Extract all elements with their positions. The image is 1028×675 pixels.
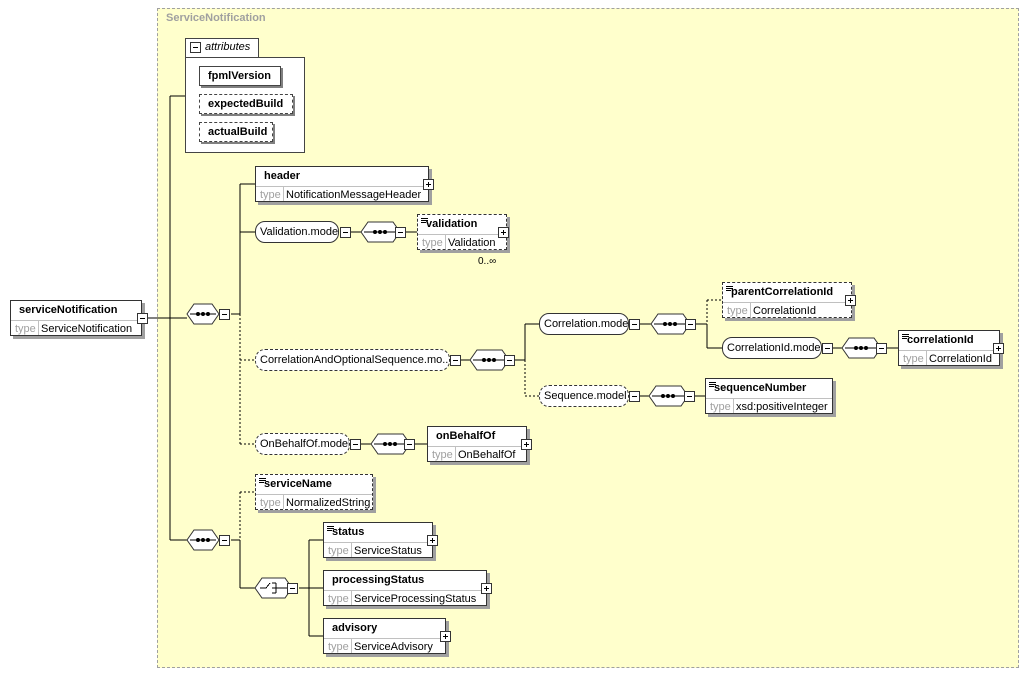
group-collapse-toggle[interactable]: [822, 343, 833, 354]
type-key: type: [328, 593, 349, 605]
type-value: ServiceNotification: [41, 323, 133, 335]
element-validation[interactable]: validation type Validation: [417, 214, 507, 250]
element-parentcorrelationid[interactable]: parentCorrelationId type CorrelationId: [722, 282, 852, 318]
type-key: type: [727, 305, 748, 317]
type-value: ServiceAdvisory: [354, 641, 433, 653]
group-correlationid-model[interactable]: CorrelationId.model: [722, 337, 822, 359]
element-servicename[interactable]: serviceName type NormalizedString: [255, 474, 373, 510]
cardinality-label: 0..∞: [478, 256, 497, 267]
documentation-icon: [726, 286, 733, 291]
sequence-collapse-toggle[interactable]: [219, 309, 230, 320]
element-advisory[interactable]: advisory type ServiceAdvisory: [323, 618, 446, 654]
type-value: CorrelationId: [753, 305, 816, 317]
type-key: type: [328, 641, 349, 653]
sequence-collapse-toggle[interactable]: [504, 355, 515, 366]
expand-toggle[interactable]: [521, 439, 532, 450]
expand-toggle[interactable]: [993, 343, 1004, 354]
sequence-collapse-toggle[interactable]: [685, 319, 696, 330]
attributes-tab: [185, 38, 259, 58]
element-name: parentCorrelationId: [731, 286, 834, 298]
type-value: ServiceStatus: [354, 545, 422, 557]
type-value: NotificationMessageHeader: [286, 189, 422, 201]
documentation-icon: [421, 218, 428, 223]
sequence-collapse-toggle[interactable]: [684, 391, 695, 402]
element-name: status: [332, 526, 365, 538]
documentation-icon: [902, 334, 909, 339]
element-name: sequenceNumber: [714, 382, 807, 394]
type-key: type: [15, 323, 36, 335]
attribute-actualbuild[interactable]: actualBuild: [199, 122, 273, 142]
type-key: type: [260, 189, 281, 201]
sequence-collapse-toggle[interactable]: [395, 227, 406, 238]
type-key: type: [432, 449, 453, 461]
sequence-collapse-toggle[interactable]: [876, 343, 887, 354]
element-processingstatus[interactable]: processingStatus type ServiceProcessingSt…: [323, 570, 487, 606]
group-validation-model[interactable]: Validation.model: [255, 221, 339, 243]
element-name: correlationId: [907, 334, 974, 346]
group-collapse-toggle[interactable]: [350, 439, 361, 450]
type-key: type: [260, 497, 281, 509]
documentation-icon: [259, 478, 266, 483]
element-header[interactable]: header type NotificationMessageHeader: [255, 166, 429, 202]
type-value: xsd:positiveInteger: [736, 401, 828, 413]
element-name: header: [264, 170, 301, 182]
expand-toggle[interactable]: [481, 583, 492, 594]
complex-type-title: ServiceNotification: [166, 12, 266, 24]
expand-toggle[interactable]: [498, 227, 509, 238]
group-correlation-model[interactable]: Correlation.model: [539, 313, 629, 335]
element-name: processingStatus: [332, 574, 425, 586]
element-name: serviceName: [264, 478, 332, 490]
documentation-icon: [327, 526, 334, 531]
sequence-collapse-toggle[interactable]: [404, 439, 415, 450]
expand-toggle[interactable]: [423, 179, 434, 190]
element-onbehalfof[interactable]: onBehalfOf type OnBehalfOf: [427, 426, 527, 462]
documentation-icon: [709, 382, 716, 387]
element-status[interactable]: status type ServiceStatus: [323, 522, 433, 558]
type-key: type: [903, 353, 924, 365]
group-collapse-toggle[interactable]: [340, 227, 351, 238]
type-value: Validation: [448, 237, 496, 249]
expand-toggle[interactable]: [427, 535, 438, 546]
group-sequence-model[interactable]: Sequence.model: [539, 385, 629, 407]
element-sequencenumber[interactable]: sequenceNumber type xsd:positiveInteger: [705, 378, 833, 414]
expand-toggle[interactable]: [845, 295, 856, 306]
attribute-expectedbuild[interactable]: expectedBuild: [199, 94, 293, 114]
collapse-toggle[interactable]: [137, 313, 148, 324]
group-onbehalfof-model[interactable]: OnBehalfOf.model: [255, 433, 350, 455]
element-name: advisory: [332, 622, 378, 634]
type-value: ServiceProcessingStatus: [354, 593, 477, 605]
choice-collapse-toggle[interactable]: [287, 583, 298, 594]
element-name: validation: [426, 218, 478, 230]
group-correlation-optional-sequence-model[interactable]: CorrelationAndOptionalSequence.mo...: [255, 349, 450, 371]
group-collapse-toggle[interactable]: [629, 319, 640, 330]
element-correlationid[interactable]: correlationId type CorrelationId: [898, 330, 1000, 366]
element-name: serviceNotification: [19, 304, 118, 316]
group-collapse-toggle[interactable]: [629, 391, 640, 402]
element-name: onBehalfOf: [436, 430, 496, 442]
attributes-collapse-toggle[interactable]: [190, 42, 201, 53]
group-collapse-toggle[interactable]: [450, 355, 461, 366]
type-value: CorrelationId: [929, 353, 992, 365]
type-value: OnBehalfOf: [458, 449, 516, 461]
type-key: type: [328, 545, 349, 557]
expand-toggle[interactable]: [440, 631, 451, 642]
type-key: type: [422, 237, 443, 249]
type-value: NormalizedString: [286, 497, 371, 509]
attributes-title: attributes: [205, 41, 251, 53]
sequence-collapse-toggle[interactable]: [219, 535, 230, 546]
type-key: type: [710, 401, 731, 413]
attribute-fpmlversion[interactable]: fpmlVersion: [199, 66, 281, 86]
